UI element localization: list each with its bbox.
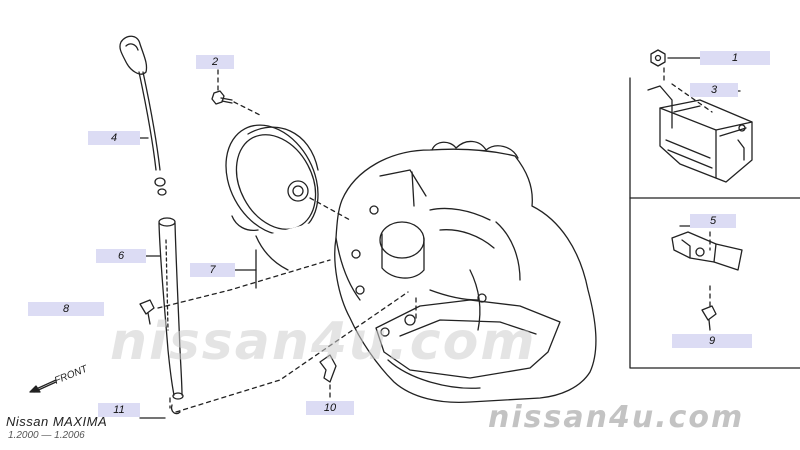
bolt-2 [211, 90, 233, 105]
callout-1: 1 [700, 51, 770, 65]
bolt-8 [139, 299, 155, 325]
clip-10 [319, 354, 337, 383]
front-label: FRONT [53, 363, 90, 386]
dipstick-tube [158, 217, 184, 415]
bolt-9 [701, 305, 717, 331]
model-period: 1.2000 — 1.2006 [8, 430, 85, 441]
callout-10: 10 [306, 401, 354, 415]
watermark-corner: nissan4u.com [488, 400, 745, 435]
callout-3: 3 [690, 83, 738, 97]
sensor-5 [671, 231, 743, 271]
torque-converter [225, 124, 322, 296]
dipstick [119, 35, 167, 196]
dashed-leaders [157, 67, 713, 413]
control-module-3 [647, 85, 753, 183]
callout-11: 11 [98, 403, 140, 417]
nut-1 [650, 49, 666, 67]
callout-5: 5 [690, 214, 736, 228]
watermark-main: nissan4u.com [110, 312, 537, 372]
callout-4: 4 [88, 131, 140, 145]
callout-8: 8 [28, 302, 104, 316]
front-arrow-icon [29, 379, 57, 393]
callout-2: 2 [196, 55, 234, 69]
panel-separator [629, 77, 800, 369]
callout-9: 9 [672, 334, 752, 348]
callout-7: 7 [190, 263, 235, 277]
model-title: Nissan MAXIMA [6, 414, 108, 429]
callout-6: 6 [96, 249, 146, 263]
transaxle-case [334, 140, 597, 404]
